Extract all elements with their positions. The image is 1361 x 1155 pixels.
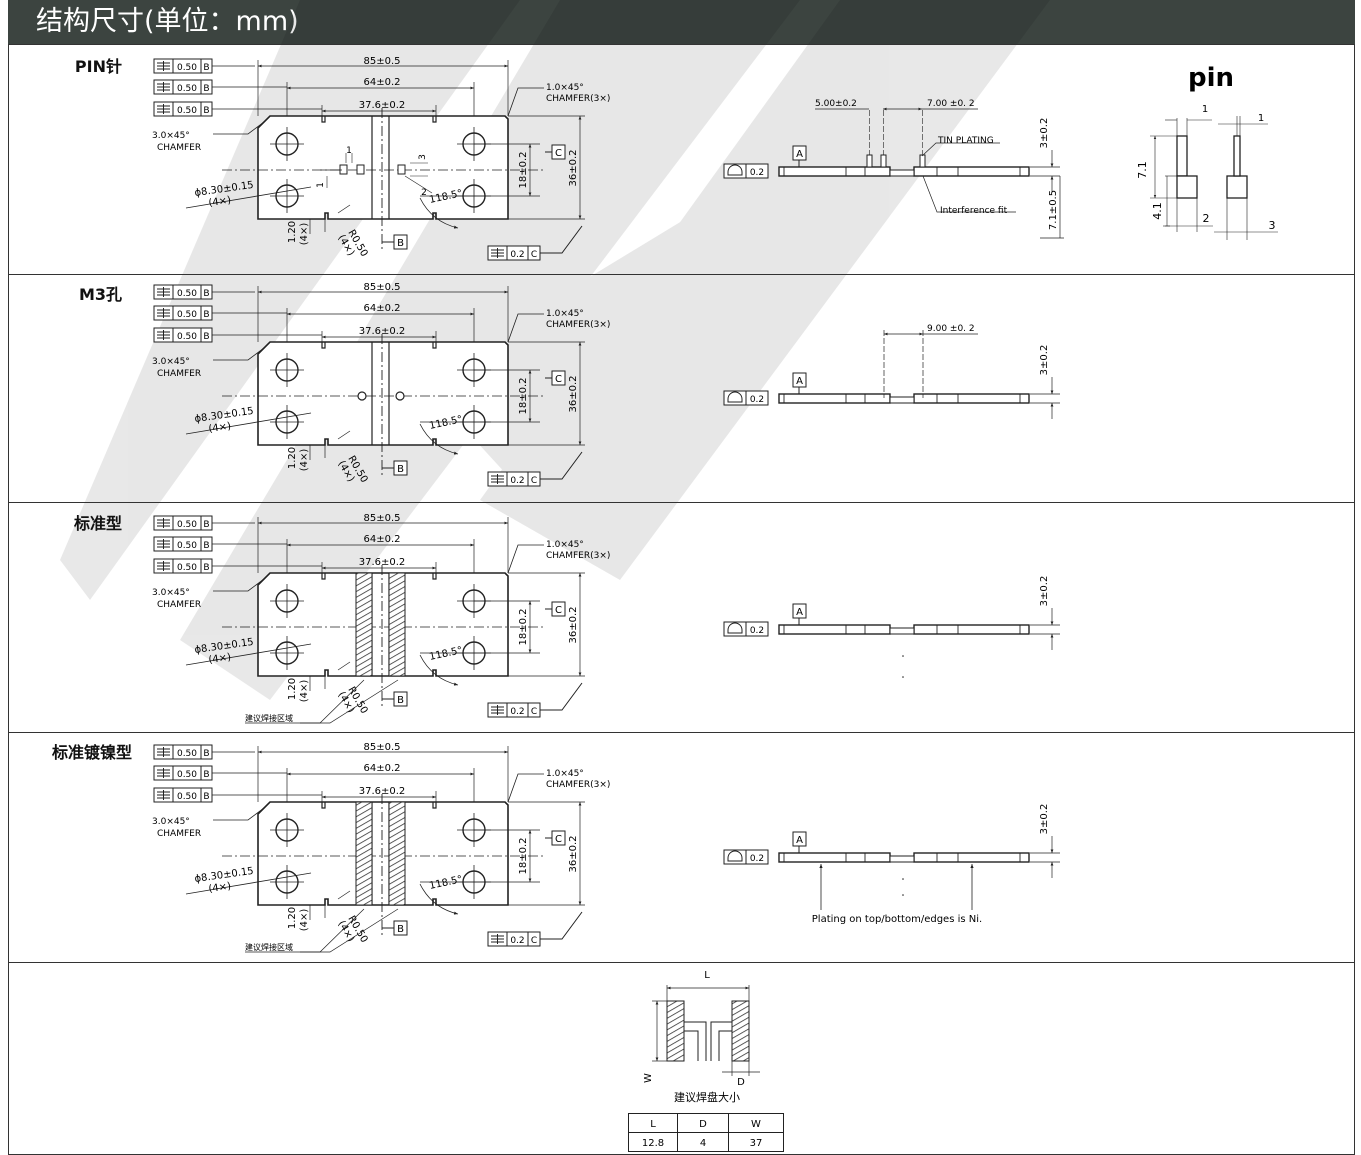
interference-fit-note: Interference fit: [940, 206, 1008, 216]
pin-offset-1: 5.00±0.2: [815, 99, 857, 109]
tin-plating-note: TIN PLATING: [937, 136, 994, 146]
pad-table-header-D: D: [699, 1119, 707, 1130]
datum-b-label: B: [397, 238, 404, 249]
datum-a-label: A: [796, 149, 803, 160]
pin-width-2: 1: [1258, 113, 1264, 124]
side-view-standard: [724, 576, 1060, 650]
section-label-pin: PIN针: [75, 57, 122, 76]
section-label-m3: M3孔: [79, 285, 122, 304]
dim-thickness: 3±0.2: [1039, 118, 1050, 149]
pad-table-value-W: 37: [750, 1138, 763, 1149]
solder-zone-label-standard: 建议焊接区域: [245, 713, 293, 723]
dim-hole-span: 64±0.2: [363, 77, 400, 88]
flatness-ref-1: B: [203, 63, 209, 73]
side-profile: [778, 166, 1030, 177]
pad-table-value-D: 4: [700, 1138, 706, 1149]
bottom-flatness-value: 0.2: [510, 250, 524, 260]
dim-hole-pitch: 18±0.2: [518, 151, 529, 188]
plan-view-pin: 0.50 B 0.50 B 0.50 B: [152, 56, 610, 261]
pad-W-label: W: [643, 1073, 654, 1083]
resistor-body: [257, 115, 509, 220]
pad-table-header-L: L: [650, 1119, 656, 1130]
nickel-plating-note: Plating on top/bottom/edges is Ni.: [812, 914, 982, 925]
section-header: 结构尺寸(单位：mm): [8, 0, 1355, 44]
pin-small-dim-1: 1: [346, 146, 352, 156]
pin-height-2: 4.1: [1151, 202, 1164, 220]
m3-hole-spacing: 9.00 ±0. 2: [927, 324, 975, 334]
pin-side-terminals: [866, 110, 926, 168]
solder-zones: [355, 572, 406, 906]
side-view-pin: 0.2 A 3±0.2: [723, 118, 1060, 192]
flatness-value-3: 0.50: [177, 106, 197, 116]
pin-small-dim-2: 2: [421, 188, 427, 198]
pin-width-1: 1: [1202, 104, 1208, 115]
pin-base-2: 3: [1269, 219, 1276, 232]
plan-view-nickel: [152, 742, 610, 946]
edge-notch-count: (4×): [299, 223, 310, 246]
pad-drawing: [652, 985, 760, 1076]
section-label-nickel: 标准镀镍型: [51, 743, 132, 762]
pin-height-dim: 7.1±0.5: [1048, 190, 1059, 230]
flatness-ref-3: B: [203, 106, 209, 116]
chamfer-left-word: CHAMFER: [157, 143, 201, 153]
flatness-ref-2: B: [203, 84, 209, 94]
pin-small-dim-1b: 1: [316, 182, 326, 188]
flatness-value-1: 0.50: [177, 63, 197, 73]
flatness-symbols: [157, 61, 170, 114]
pad-caption: 建议焊盘大小: [674, 1090, 740, 1104]
pad-D-label: D: [737, 1077, 745, 1088]
pin-detail-title: pin: [1188, 63, 1234, 93]
m3-holes-plan: [357, 391, 405, 401]
side-view-nickel: [724, 804, 1060, 878]
pin-offset-2: 7.00 ±0. 2: [927, 99, 975, 109]
side-flatness-value: 0.2: [750, 168, 764, 178]
flatness-value-2: 0.50: [177, 84, 197, 94]
center-slot: [371, 108, 390, 250]
reference-dots: [902, 655, 904, 896]
header-title: 结构尺寸(单位：mm): [36, 6, 299, 37]
pin-terminals-plan: [320, 153, 433, 194]
pad-L-label: L: [704, 970, 710, 981]
pin-height-1: 7.1: [1136, 161, 1149, 179]
edge-notch-size: 1.20: [287, 221, 298, 243]
pad-table: [628, 1113, 784, 1152]
dim-total-length: 85±0.5: [363, 56, 400, 67]
dim-width: 36±0.2: [568, 149, 579, 186]
pad-table-value-L: 12.8: [642, 1138, 664, 1149]
pin-small-dim-3: 3: [418, 154, 428, 160]
solder-zone-label-nickel: 建议焊接区域: [245, 942, 293, 952]
chamfer-right-count: CHAMFER(3×): [546, 94, 610, 104]
chamfer-right-spec: 1.0×45°: [546, 83, 584, 93]
hole-count: (4×): [208, 195, 232, 209]
dim-slot-span: 37.6±0.2: [359, 100, 406, 111]
pad-table-header-W: W: [751, 1119, 761, 1130]
chamfer-left-spec: 3.0×45°: [152, 131, 190, 141]
pin-detail-drawing: [1176, 135, 1248, 199]
section-label-standard: 标准型: [73, 514, 122, 533]
datum-c-label: C: [555, 148, 562, 159]
bottom-flatness-ref: C: [531, 250, 537, 260]
pin-base-1: 2: [1203, 212, 1210, 225]
